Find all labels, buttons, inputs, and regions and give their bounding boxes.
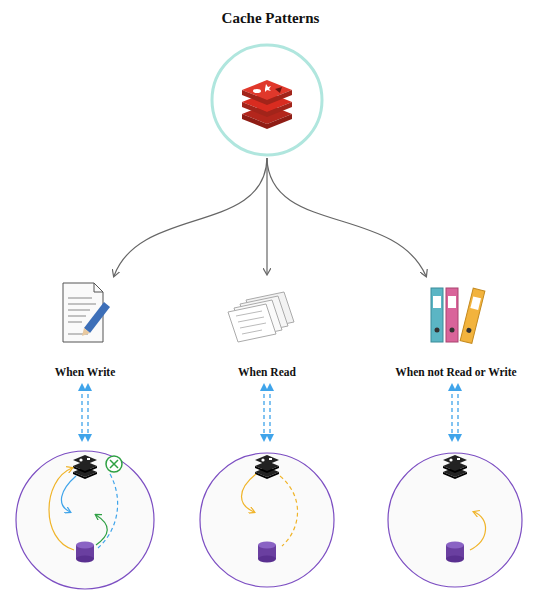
binder-ring — [466, 327, 472, 333]
dashed-arrow — [457, 387, 458, 438]
pattern-node: When Read — [212, 278, 322, 378]
binder-label — [470, 296, 481, 310]
invalidate-badge — [106, 456, 122, 472]
pattern-label: When not Read or Write — [371, 366, 541, 378]
document-icon — [63, 283, 110, 342]
text-line — [68, 298, 92, 299]
binder-ring — [435, 328, 440, 333]
link-arrows — [82, 387, 458, 438]
database-icon — [76, 542, 94, 563]
redis-logo — [242, 80, 292, 129]
pattern-circle — [16, 451, 154, 589]
binder — [460, 288, 485, 343]
logo-mark — [265, 84, 271, 92]
pattern-circle — [200, 453, 334, 587]
branch-arrow — [266, 158, 267, 274]
binder-ring — [450, 328, 455, 333]
database-icon — [446, 542, 464, 563]
redis-icon — [255, 455, 279, 479]
dashed-arrow — [451, 387, 452, 438]
binder-label — [448, 296, 456, 308]
text-line — [68, 304, 96, 305]
page-fold — [94, 283, 103, 292]
dashed-arrow — [87, 387, 88, 438]
paper — [228, 304, 276, 342]
pencil — [84, 302, 110, 333]
invalidate-cross — [110, 460, 118, 468]
flow-arrow — [98, 474, 118, 548]
dashed-arrow — [81, 387, 82, 438]
pencil-tip — [82, 328, 90, 336]
flow-arrow — [61, 476, 76, 512]
pattern-label: When Read — [212, 366, 322, 378]
text-line — [236, 311, 262, 316]
flow-arrow — [242, 474, 257, 512]
branch-arrow — [114, 158, 267, 276]
database-icon — [258, 542, 276, 563]
text-line — [242, 330, 262, 334]
dashed-arrow — [269, 387, 270, 438]
logo-layer — [242, 90, 292, 105]
logo-mark — [275, 87, 282, 93]
text-line — [68, 322, 82, 323]
flow-arrow — [280, 476, 298, 546]
flow-arrow — [470, 512, 486, 550]
pattern-circle — [388, 453, 522, 587]
binder — [431, 288, 443, 342]
dashed-arrow — [263, 387, 264, 438]
redis-icon — [443, 455, 467, 479]
paper-stack-icon — [228, 292, 294, 342]
pattern-node: When Write — [30, 278, 140, 378]
diagram-title: Cache Patterns — [0, 10, 541, 27]
flow-arrow — [49, 468, 74, 550]
pattern-node: When not Read or Write — [371, 278, 541, 378]
text-line — [68, 310, 90, 311]
logo-mark — [253, 89, 261, 93]
pattern-label: When Write — [30, 366, 140, 378]
text-line — [240, 323, 266, 328]
flow-arrow — [96, 515, 107, 545]
binder — [446, 288, 458, 342]
binder-label — [433, 296, 441, 308]
text-line — [238, 317, 264, 322]
redis-icon — [73, 455, 97, 479]
root-circle — [212, 45, 322, 155]
text-line — [68, 316, 86, 317]
binders-icon — [431, 288, 485, 343]
branch-arrow — [267, 158, 426, 276]
